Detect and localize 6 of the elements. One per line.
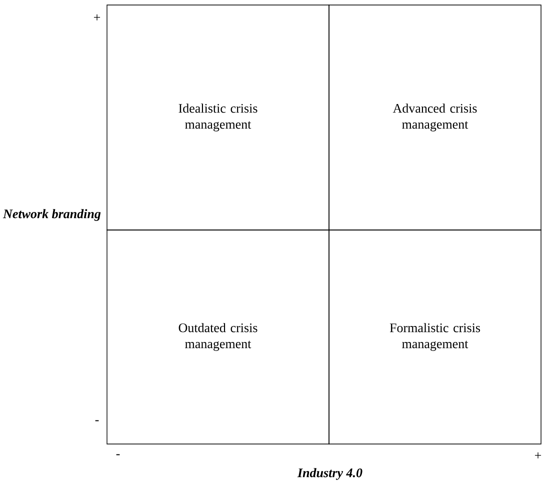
quadrant-box: Advanced crisis management — [328, 4, 542, 230]
quadrant-box: Formalistic crisis management — [328, 230, 542, 444]
axis-title: Industry 4.0 — [297, 468, 362, 480]
quadrant-box: Outdated crisis management — [106, 230, 330, 444]
axis-title: Network branding — [2, 209, 101, 221]
quadrant-box: Idealistic crisis management — [106, 4, 330, 230]
